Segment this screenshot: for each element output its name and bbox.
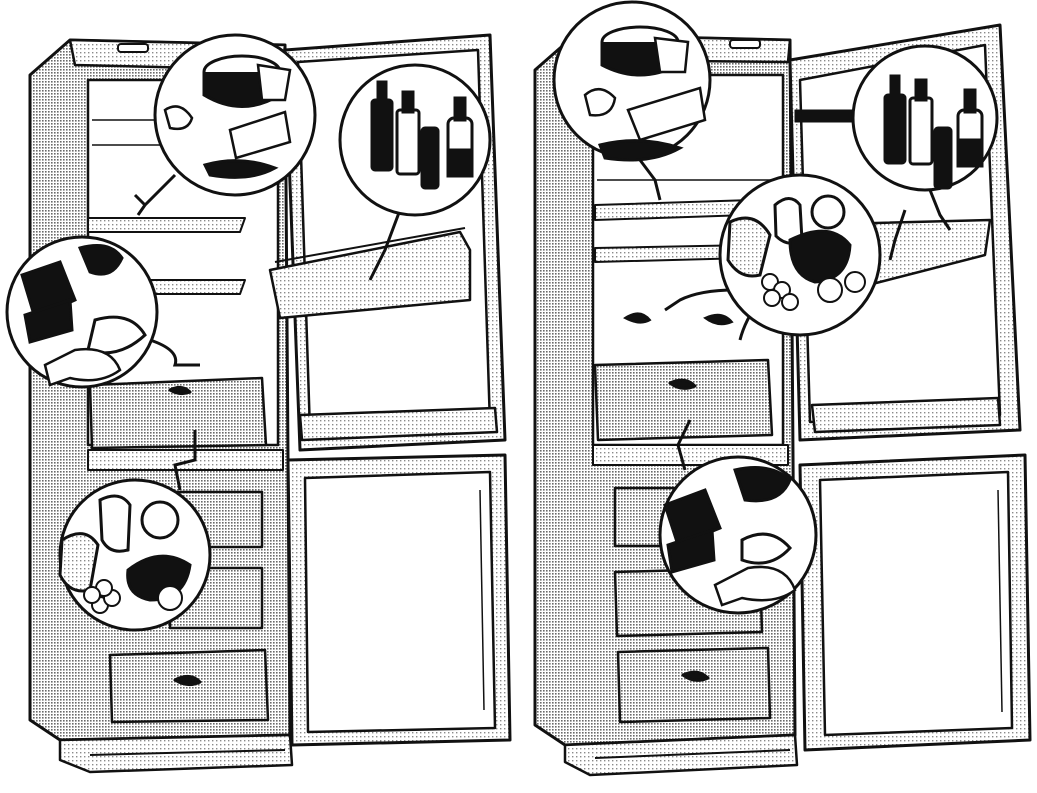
callout-cheese-right xyxy=(552,0,712,201)
door-shelf xyxy=(268,230,472,320)
callout-vegetables-left xyxy=(58,430,212,632)
callout-bottles-left xyxy=(338,63,492,281)
crisper-drawer xyxy=(88,376,268,450)
item-marker xyxy=(703,313,734,326)
door-shelf xyxy=(810,396,1002,434)
freezer-drawer xyxy=(616,646,772,724)
callout-cheese-left xyxy=(133,33,317,216)
shelf xyxy=(87,217,246,233)
callout-meat-fish-right xyxy=(658,419,818,615)
callout-bottles-right xyxy=(851,44,999,261)
door-shelf xyxy=(298,406,499,442)
callout-vegetables-right xyxy=(664,173,882,341)
callout-meat-fish-left xyxy=(5,235,200,389)
item-marker xyxy=(623,312,652,324)
crisper-drawer xyxy=(593,358,774,442)
